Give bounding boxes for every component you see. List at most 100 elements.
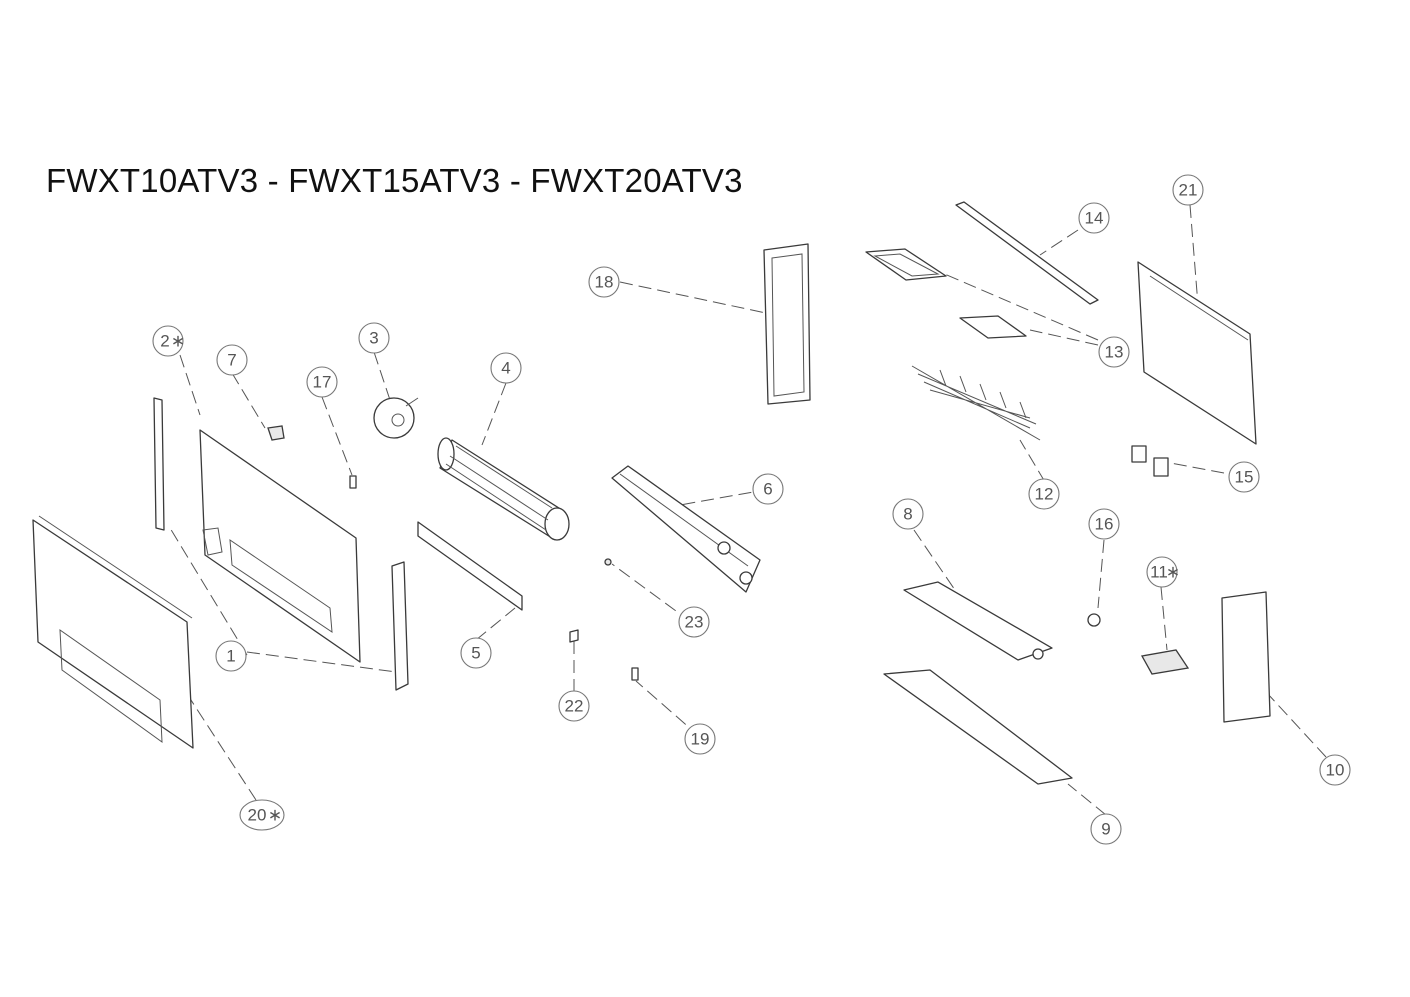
part-15-brackets bbox=[1131, 445, 1169, 477]
part-3-motor bbox=[373, 397, 419, 439]
callout-10-label: 10 bbox=[1326, 761, 1345, 780]
callout-19-label: 19 bbox=[691, 730, 710, 749]
callout-19: 19 bbox=[684, 723, 716, 755]
callout-1-label: 1 bbox=[226, 647, 235, 666]
part-16-plug bbox=[1087, 613, 1101, 627]
callout-20: 20∗ bbox=[239, 799, 285, 831]
callout-6-circle bbox=[752, 473, 784, 505]
part-1-side-panel bbox=[199, 429, 361, 663]
part-19-clip bbox=[631, 667, 639, 681]
callout-16-circle bbox=[1088, 508, 1120, 540]
part-21-back-panel bbox=[1137, 261, 1257, 445]
callout-15: 15 bbox=[1228, 461, 1260, 493]
part-11-bracket bbox=[1140, 649, 1190, 675]
callout-19-circle bbox=[684, 723, 716, 755]
part-12-grille bbox=[911, 365, 1041, 441]
callout-11-circle bbox=[1146, 556, 1178, 588]
callout-20-label: 20 bbox=[248, 806, 267, 825]
callout-1: 1 bbox=[215, 640, 247, 672]
callout-7-label: 7 bbox=[227, 351, 236, 370]
part-13-filter-frame-small bbox=[959, 315, 1027, 339]
callout-21: 21 bbox=[1172, 174, 1204, 206]
callout-7: 7 bbox=[216, 344, 248, 376]
callout-11-label: 11 bbox=[1150, 563, 1168, 582]
callout-20-circle bbox=[239, 799, 285, 831]
part-9-base bbox=[883, 669, 1073, 785]
callout-13-label: 13 bbox=[1105, 343, 1124, 362]
callout-3-circle bbox=[358, 322, 390, 354]
callout-2: 2∗ bbox=[152, 325, 185, 357]
callout-10: 10 bbox=[1319, 754, 1351, 786]
callout-6: 6 bbox=[752, 473, 784, 505]
callout-20-star: ∗ bbox=[268, 806, 282, 825]
part-10-side-cover bbox=[1221, 591, 1271, 723]
diagram-title: FWXT10ATV3 - FWXT15ATV3 - FWXT20ATV3 bbox=[46, 162, 743, 199]
callout-7-circle bbox=[216, 344, 248, 376]
callout-18-label: 18 bbox=[595, 273, 614, 292]
callout-4-circle bbox=[490, 352, 522, 384]
callout-23-circle bbox=[678, 606, 710, 638]
callout-4-label: 4 bbox=[501, 359, 510, 378]
part-1-end-cap bbox=[391, 561, 409, 691]
part-7-clip bbox=[267, 425, 285, 441]
callout-21-label: 21 bbox=[1179, 181, 1198, 200]
part-22-clip bbox=[569, 629, 579, 643]
callout-10-circle bbox=[1319, 754, 1351, 786]
callout-18: 18 bbox=[588, 266, 620, 298]
part-13-filter-frame-large bbox=[865, 248, 947, 281]
callout-bubbles: 1 2∗ 3 4 5 6 7 8 9 10 11∗ 12 13 14 15 16… bbox=[152, 174, 1351, 845]
callout-23-label: 23 bbox=[685, 613, 704, 632]
callout-22-circle bbox=[558, 690, 590, 722]
part-23-screw bbox=[604, 558, 612, 566]
callout-15-label: 15 bbox=[1235, 468, 1254, 487]
callout-12-label: 12 bbox=[1035, 485, 1054, 504]
part-20-front-panel bbox=[32, 515, 194, 749]
callout-12: 12 bbox=[1028, 478, 1060, 510]
callout-2-star: ∗ bbox=[171, 332, 185, 351]
callout-2-circle bbox=[152, 325, 184, 357]
callout-23: 23 bbox=[678, 606, 710, 638]
callout-8-circle bbox=[892, 498, 924, 530]
callout-1-circle bbox=[215, 640, 247, 672]
callout-16: 16 bbox=[1088, 508, 1120, 540]
callout-22-label: 22 bbox=[565, 697, 584, 716]
part-4-fan-drum bbox=[437, 437, 570, 541]
callout-8: 8 bbox=[892, 498, 924, 530]
callout-16-label: 16 bbox=[1095, 515, 1114, 534]
part-2-side-strip bbox=[153, 397, 165, 531]
callout-21-circle bbox=[1172, 174, 1204, 206]
callout-3: 3 bbox=[358, 322, 390, 354]
callout-18-circle bbox=[588, 266, 620, 298]
callout-9-label: 9 bbox=[1101, 820, 1110, 839]
part-14-rail bbox=[955, 201, 1099, 305]
callout-15-circle bbox=[1228, 461, 1260, 493]
callout-14-circle bbox=[1078, 202, 1110, 234]
callout-22: 22 bbox=[558, 690, 590, 722]
callout-6-label: 6 bbox=[763, 480, 772, 499]
callout-5: 5 bbox=[460, 637, 492, 669]
callout-17-label: 17 bbox=[313, 373, 332, 392]
callout-13: 13 bbox=[1098, 336, 1130, 368]
callout-11-star: ∗ bbox=[1166, 563, 1180, 582]
part-18-side-bracket bbox=[763, 243, 811, 405]
callout-17-circle bbox=[306, 366, 338, 398]
callout-13-circle bbox=[1098, 336, 1130, 368]
callout-12-circle bbox=[1028, 478, 1060, 510]
callout-14: 14 bbox=[1078, 202, 1110, 234]
callout-4: 4 bbox=[490, 352, 522, 384]
callout-5-circle bbox=[460, 637, 492, 669]
part-8-drain-tray bbox=[903, 581, 1053, 661]
callout-9: 9 bbox=[1090, 813, 1122, 845]
part-6-coil bbox=[611, 465, 761, 593]
part-5-bar bbox=[417, 521, 523, 611]
callout-5-label: 5 bbox=[471, 644, 480, 663]
callout-3-label: 3 bbox=[369, 329, 378, 348]
callout-17: 17 bbox=[306, 366, 338, 398]
callout-8-label: 8 bbox=[903, 505, 912, 524]
callout-2-label: 2 bbox=[160, 332, 169, 351]
callout-11: 11∗ bbox=[1146, 556, 1180, 588]
callout-14-label: 14 bbox=[1085, 209, 1104, 228]
part-17-bracket bbox=[349, 475, 357, 489]
callout-9-circle bbox=[1090, 813, 1122, 845]
